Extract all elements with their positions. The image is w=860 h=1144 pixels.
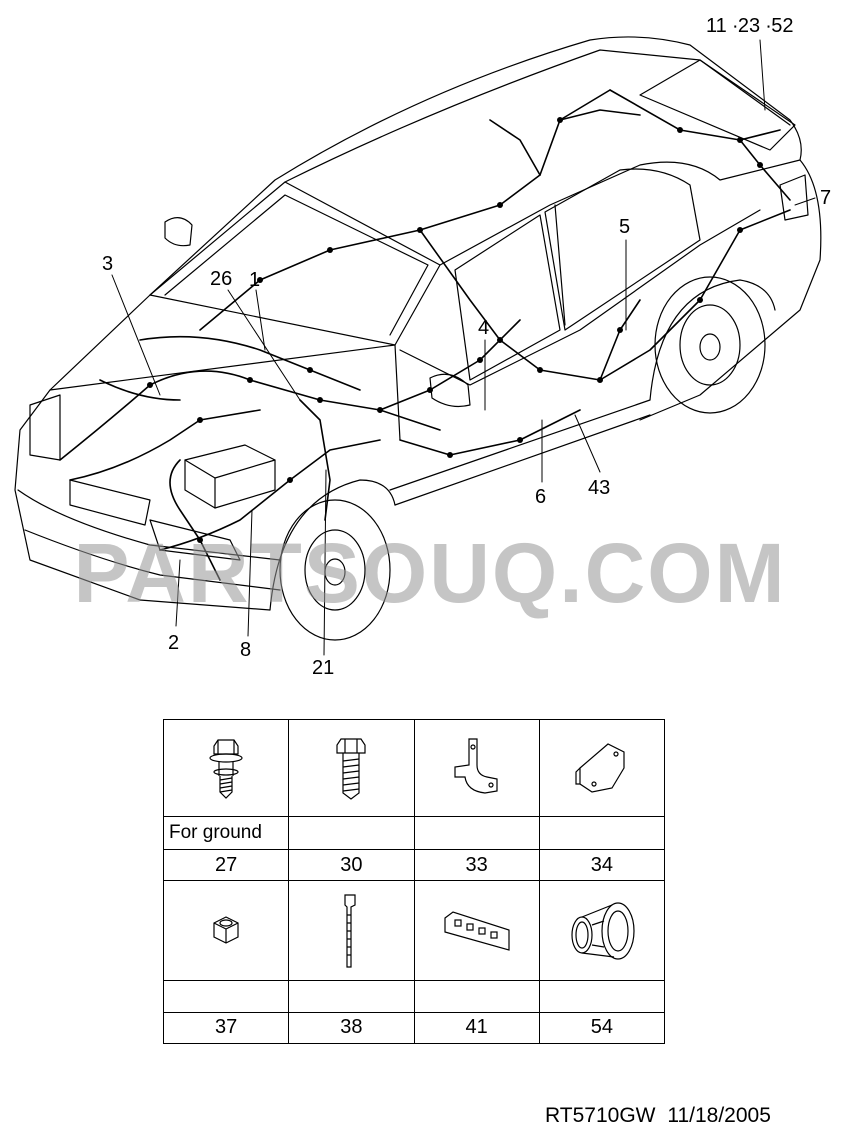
part-note bbox=[288, 979, 415, 1013]
callout-label: 43 bbox=[588, 477, 611, 499]
bolt-icon bbox=[336, 738, 366, 800]
part-number: 34 bbox=[538, 849, 666, 882]
part-number: 38 bbox=[288, 1011, 415, 1045]
callout-label: 6 bbox=[535, 486, 547, 508]
parts-table: For ground 27 30 33 34 bbox=[162, 718, 666, 1045]
callout-label: 7 bbox=[820, 187, 832, 209]
part-note bbox=[538, 816, 666, 851]
bracket-icon bbox=[454, 738, 498, 794]
cable-tie-icon bbox=[344, 894, 356, 968]
callout-leaders bbox=[111, 39, 816, 656]
callout-label: 8 bbox=[240, 639, 252, 661]
parts-number-row: 37 38 41 54 bbox=[162, 1011, 666, 1045]
part-cell bbox=[288, 718, 415, 818]
part-note bbox=[413, 816, 540, 851]
part-note bbox=[288, 816, 415, 851]
callout-label: 1 bbox=[249, 269, 261, 291]
part-cell bbox=[538, 718, 666, 818]
part-cell bbox=[413, 880, 540, 981]
part-note bbox=[413, 979, 540, 1013]
part-cell bbox=[538, 880, 666, 981]
fuse-block-icon bbox=[444, 910, 510, 951]
ground-bolt-icon bbox=[209, 739, 243, 799]
callout-label: 11 ∙23 ∙52 bbox=[706, 15, 794, 37]
parts-number-row: 27 30 33 34 bbox=[162, 849, 666, 882]
car-body bbox=[14, 36, 822, 641]
nut-icon bbox=[213, 915, 239, 944]
callout-label: 2 bbox=[168, 632, 180, 654]
part-number: 30 bbox=[288, 849, 415, 882]
part-number: 33 bbox=[413, 849, 540, 882]
drawing-reference: RT5710GW 11/18/2005 bbox=[545, 1104, 771, 1128]
part-cell bbox=[162, 718, 290, 818]
parts-note-row bbox=[162, 979, 666, 1013]
grommet-icon bbox=[571, 902, 635, 960]
part-cell bbox=[162, 880, 290, 981]
harness-connectors bbox=[147, 117, 763, 543]
part-cell bbox=[413, 718, 540, 818]
parts-image-row bbox=[162, 718, 666, 818]
drawing-code: RT5710GW bbox=[545, 1104, 656, 1127]
part-number: 54 bbox=[538, 1011, 666, 1045]
part-note bbox=[538, 979, 666, 1013]
parts-note-row: For ground bbox=[162, 816, 666, 851]
watermark: PARTSOUQ.COM bbox=[73, 526, 787, 620]
part-number: 27 bbox=[162, 849, 290, 882]
part-cell bbox=[288, 880, 415, 981]
part-note bbox=[162, 979, 290, 1013]
plate-bracket-icon bbox=[575, 743, 625, 793]
callout-label: 4 bbox=[478, 317, 490, 339]
part-note: For ground bbox=[162, 816, 290, 851]
part-number: 41 bbox=[413, 1011, 540, 1045]
wiring-harness-diagram bbox=[14, 36, 822, 656]
callout-label: 26 bbox=[210, 268, 233, 290]
harness-wires bbox=[59, 89, 791, 581]
callout-label: 3 bbox=[102, 253, 114, 275]
callout-label: 21 bbox=[312, 657, 335, 679]
callout-label: 5 bbox=[619, 216, 631, 238]
drawing-date: 11/18/2005 bbox=[667, 1104, 771, 1127]
parts-image-row bbox=[162, 880, 666, 981]
part-number: 37 bbox=[162, 1011, 290, 1045]
